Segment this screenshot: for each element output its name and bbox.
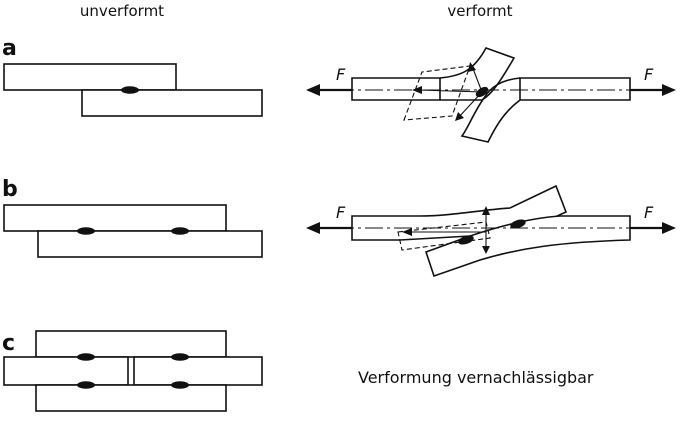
arrow-head	[306, 84, 320, 96]
weld-spot	[510, 219, 526, 229]
note-negligible-deformation: Verformung vernachlässigbar	[358, 368, 594, 387]
upper-plate	[3, 63, 177, 91]
row-a-undeformed	[3, 63, 263, 117]
lower-plate	[81, 89, 263, 117]
arrow-head	[662, 84, 676, 96]
weld-spot	[77, 353, 95, 361]
right-plate	[133, 356, 263, 386]
arrow-head	[412, 86, 422, 94]
left-plate	[3, 356, 129, 386]
arrow-head	[468, 62, 476, 72]
lower-strap	[35, 384, 227, 412]
lower-plate	[37, 230, 263, 258]
force-label-left: F	[336, 203, 346, 222]
weld-spot	[458, 235, 474, 245]
force-label-right: F	[644, 65, 654, 84]
shear-arrow	[417, 89, 483, 93]
weld-spot	[171, 227, 189, 235]
arrow-head	[482, 206, 490, 215]
row-a-deformed: F F	[306, 47, 676, 143]
row-c-undeformed	[3, 330, 263, 412]
right-plate	[519, 77, 631, 101]
row-b-undeformed	[3, 204, 263, 258]
arrow-head	[455, 112, 464, 121]
right-plate	[424, 215, 631, 278]
weld-spot	[77, 227, 95, 235]
weld-spot	[171, 353, 189, 361]
right-plate-bent	[460, 77, 521, 143]
header-deformed: verformt	[447, 2, 512, 20]
row-b-deformed: F F	[306, 184, 676, 278]
row-label-a: a	[2, 36, 17, 61]
left-plate	[351, 77, 441, 101]
header-undeformed: unverformt	[80, 2, 164, 20]
arrow-head	[662, 222, 676, 234]
weld-spot	[121, 86, 139, 94]
weld-spot	[171, 381, 189, 389]
arrow-head	[482, 246, 490, 254]
row-label-b: b	[2, 177, 18, 202]
original-outline	[397, 221, 491, 251]
row-label-c: c	[2, 331, 15, 356]
force-label-left: F	[336, 65, 346, 84]
upper-strap	[35, 330, 227, 358]
arrow-head	[306, 222, 320, 234]
moment-arrow-down	[457, 91, 483, 119]
left-plate-bent	[439, 47, 516, 101]
force-label-right: F	[644, 203, 654, 222]
upper-plate	[3, 204, 227, 232]
arrow-head	[402, 228, 412, 236]
weld-spot	[77, 381, 95, 389]
